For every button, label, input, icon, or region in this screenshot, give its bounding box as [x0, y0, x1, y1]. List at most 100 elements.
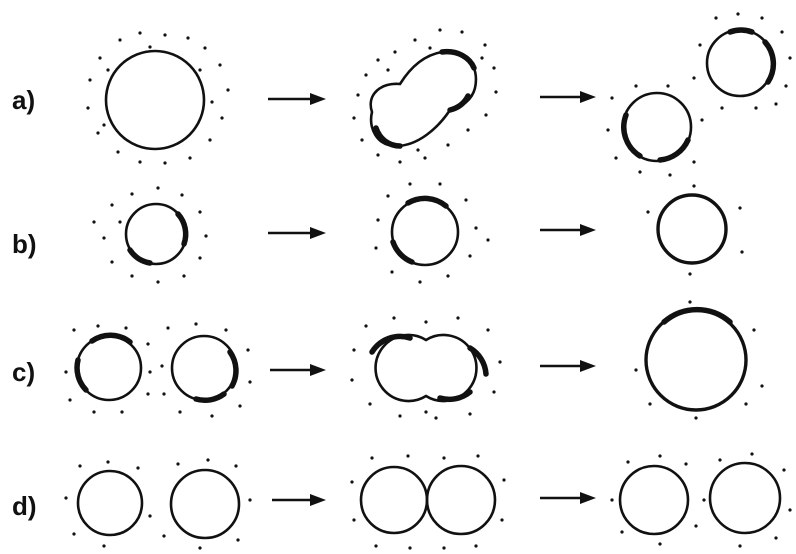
particle-dot: [492, 390, 495, 393]
particle-dot: [130, 274, 133, 277]
arrow-head-icon: [580, 360, 596, 372]
thickened-boundary: [730, 30, 752, 32]
particle-dot: [484, 113, 487, 116]
arrow-a-1: [268, 93, 326, 105]
particle-dot: [352, 348, 355, 351]
particle-dot: [398, 160, 401, 163]
particle-dot: [136, 466, 139, 469]
particle-dot: [694, 416, 697, 419]
particle-dot: [374, 246, 377, 249]
particle-dot: [424, 320, 427, 323]
surrounding-particles: [634, 300, 763, 419]
particle-dot: [634, 84, 637, 87]
particle-dot: [374, 544, 377, 547]
particle-dot: [736, 12, 739, 15]
particle-dot: [702, 498, 705, 501]
row-d: [64, 452, 791, 549]
row-label-b: b): [12, 229, 37, 259]
particle-dot: [102, 544, 105, 547]
particle-dot: [188, 156, 191, 159]
particle-dot: [774, 102, 777, 105]
droplet-outline: [427, 466, 495, 534]
particle-dot: [376, 58, 379, 61]
particle-dot: [210, 100, 213, 103]
particle-dot: [780, 30, 783, 33]
particle-dot: [124, 326, 127, 329]
particle-dot: [688, 272, 691, 275]
particle-dot: [658, 454, 661, 457]
particle-dot: [446, 143, 449, 146]
particle-dot: [148, 514, 151, 517]
particle-dot: [610, 96, 613, 99]
particle-dot: [494, 90, 497, 93]
particle-dot: [72, 328, 75, 331]
particle-dot: [774, 536, 777, 539]
particle-dot: [118, 38, 121, 41]
particle-dot: [456, 316, 459, 319]
particle-dot: [166, 326, 169, 329]
particle-dot: [620, 530, 623, 533]
thickened-boundary: [230, 352, 236, 386]
particle-dot: [398, 414, 401, 417]
arrow-c-2: [540, 360, 596, 372]
row-c: [64, 300, 763, 419]
particle-dot: [376, 218, 379, 221]
particle-dot: [238, 404, 241, 407]
particle-dot: [148, 45, 151, 48]
particle-dot: [476, 454, 479, 457]
particle-dot: [718, 458, 721, 461]
particle-dot: [714, 16, 717, 19]
particle-dot: [424, 410, 427, 413]
particle-dot: [688, 300, 691, 303]
particle-dot: [86, 106, 89, 109]
arrow-d-1: [272, 494, 326, 506]
particle-dot: [692, 76, 695, 79]
particle-dot: [646, 210, 649, 213]
particle-dot: [666, 84, 669, 87]
row-b: [92, 182, 743, 283]
particle-dot: [96, 131, 99, 134]
arrow-head-icon: [310, 93, 326, 105]
particle-dot: [236, 538, 239, 541]
particle-dot: [638, 170, 641, 173]
particle-dot: [483, 43, 486, 46]
thickened-boundary: [130, 250, 150, 263]
particle-dot: [220, 116, 223, 119]
particle-dot: [163, 33, 166, 36]
particle-dot: [698, 43, 701, 46]
particle-dot: [194, 322, 197, 325]
arrow-b-1: [268, 227, 326, 239]
row-label-a: a): [12, 85, 35, 115]
surrounding-particles: [352, 28, 497, 163]
particle-dot: [110, 203, 113, 206]
particle-dot: [648, 402, 651, 405]
particle-dot: [782, 468, 785, 471]
particle-dot: [356, 93, 359, 96]
particle-dot: [738, 544, 741, 547]
thickened-boundary: [440, 392, 470, 399]
particle-dot: [92, 410, 95, 413]
particle-dot: [392, 316, 395, 319]
particle-dot: [442, 546, 445, 549]
arrow-head-icon: [580, 492, 596, 504]
particle-dot: [788, 508, 791, 511]
surrounding-particles: [64, 458, 251, 549]
particle-dot: [198, 210, 201, 213]
particle-dot: [146, 342, 149, 345]
particle-dot: [788, 56, 791, 59]
particle-dot: [754, 106, 757, 109]
arrow-d-2: [540, 492, 596, 504]
particle-dot: [738, 206, 741, 209]
droplet-outline: [106, 51, 204, 149]
merging-droplets-outline: [376, 335, 477, 401]
row-c-stage-1: [64, 322, 251, 417]
row-c-stage-3: [634, 300, 763, 419]
particle-dot: [434, 416, 437, 419]
arrow-head-icon: [310, 364, 326, 376]
particle-dot: [668, 173, 671, 176]
thickened-boundary: [408, 198, 446, 206]
arrow-head-icon: [310, 227, 326, 239]
particle-dot: [226, 88, 229, 91]
droplet-outline: [361, 467, 427, 533]
